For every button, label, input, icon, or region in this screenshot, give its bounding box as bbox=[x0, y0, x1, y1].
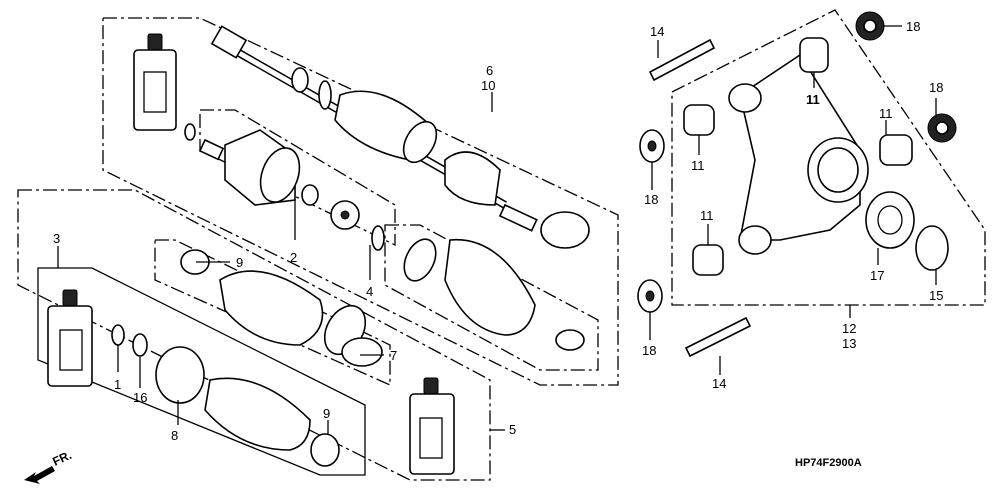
label-10: 10 bbox=[481, 78, 495, 93]
ring-near-bottle bbox=[184, 123, 196, 141]
label-12: 12 bbox=[842, 321, 856, 336]
rear-boot-kit-frame bbox=[17, 189, 491, 481]
driveshaft-assembly bbox=[210, 25, 538, 232]
inner-kit-frame bbox=[37, 267, 366, 476]
bushing-11-c bbox=[879, 134, 913, 166]
outer-boot bbox=[403, 211, 590, 351]
boot-kit-group-frame bbox=[154, 239, 391, 387]
label-18-a: 18 bbox=[906, 19, 920, 34]
front-arrow-icon bbox=[24, 466, 55, 484]
pivot-pin-14-top bbox=[648, 38, 716, 82]
front-marker-label: FR. bbox=[50, 448, 73, 469]
bushing-11-d bbox=[692, 244, 724, 276]
label-18-d: 18 bbox=[642, 343, 656, 358]
label-1: 1 bbox=[114, 377, 121, 392]
label-15: 15 bbox=[929, 288, 943, 303]
outer-boot-group-frame bbox=[384, 224, 599, 371]
diagram-code: HP74F2900A bbox=[795, 457, 862, 469]
label-11-d: 11 bbox=[700, 208, 714, 223]
label-7: 7 bbox=[390, 348, 397, 363]
grease-bottle-left bbox=[47, 289, 93, 387]
label-2: 2 bbox=[290, 250, 297, 265]
bearing-17 bbox=[865, 191, 915, 249]
grease-bottle-right bbox=[409, 377, 455, 475]
inner-boot bbox=[219, 270, 383, 367]
inner-joint-group-frame bbox=[199, 109, 396, 247]
label-6: 6 bbox=[486, 63, 493, 78]
label-18-b: 18 bbox=[929, 80, 943, 95]
label-3: 3 bbox=[53, 231, 60, 246]
swing-arm bbox=[728, 53, 869, 255]
label-11-b: 11 bbox=[691, 158, 705, 173]
label-8: 8 bbox=[171, 428, 178, 443]
label-14-top: 14 bbox=[650, 24, 664, 39]
label-14-bottom: 14 bbox=[712, 376, 726, 391]
label-9-bottom: 9 bbox=[323, 406, 330, 421]
label-18-c: 18 bbox=[644, 192, 658, 207]
label-5: 5 bbox=[509, 422, 516, 437]
swingarm-group-frame bbox=[671, 9, 986, 306]
label-13: 13 bbox=[842, 336, 856, 351]
rear-boot bbox=[111, 324, 340, 467]
label-9-top: 9 bbox=[236, 255, 243, 270]
label-17: 17 bbox=[870, 268, 884, 283]
label-11-c: 11 bbox=[879, 106, 893, 121]
bushing-11-b bbox=[683, 104, 715, 136]
driveshaft-group-frame bbox=[102, 17, 619, 386]
bushing-11-a bbox=[799, 37, 829, 73]
circlip-15 bbox=[915, 225, 949, 271]
inner-cv-joint bbox=[198, 129, 385, 251]
grease-bottle-top bbox=[133, 33, 177, 131]
label-4: 4 bbox=[366, 284, 373, 299]
pivot-pin-14-bottom bbox=[684, 316, 752, 358]
label-11-a: 11 bbox=[806, 92, 820, 107]
label-16: 16 bbox=[133, 390, 147, 405]
